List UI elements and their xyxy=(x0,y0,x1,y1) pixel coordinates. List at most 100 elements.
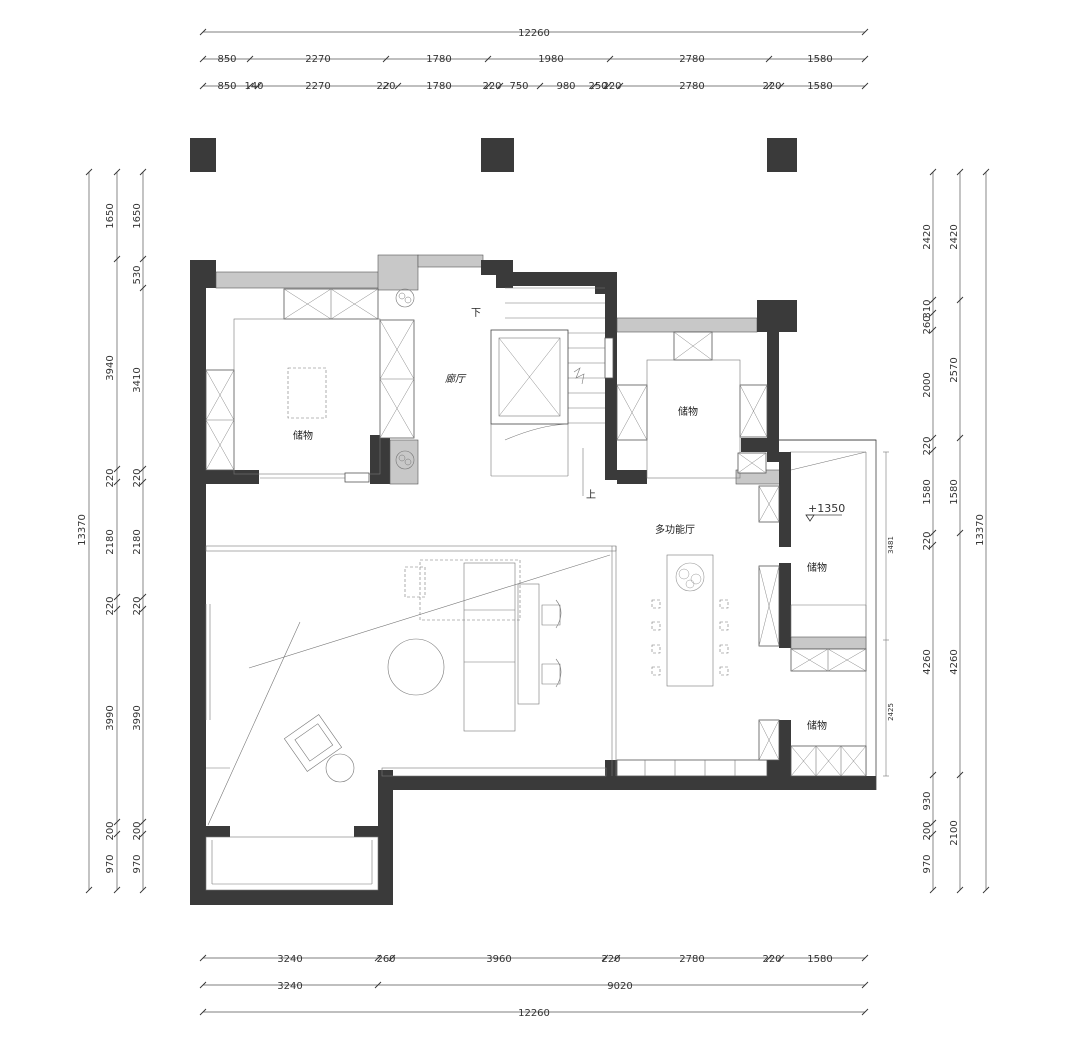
dim-top-2-10: 2780 xyxy=(679,81,704,92)
top-dimensions: 12260 850 2270 1780 1980 2780 1580 850 1… xyxy=(199,28,869,92)
dining-table xyxy=(651,554,729,687)
dim-bottom-1-2: 3960 xyxy=(486,954,511,965)
dim-left-outer-6: 200 xyxy=(105,821,116,840)
elevation-marker: +1350 xyxy=(805,502,845,522)
stair-up-label: 上 xyxy=(586,489,596,501)
dim-top-1-2: 1780 xyxy=(426,54,451,65)
right-annex: 储物 储物 +1350 3481 2425 xyxy=(758,451,895,777)
dim-right-inner-7: 4260 xyxy=(922,649,933,674)
dim-bottom-total: 12260 xyxy=(518,1008,550,1019)
dim-bottom-1-6: 1580 xyxy=(807,954,832,965)
dim-left-inner-1: 530 xyxy=(132,265,143,284)
dim-top-2-4: 1780 xyxy=(426,81,451,92)
dim-right-inner-1: 310 xyxy=(922,299,933,318)
dim-left-inner-0: 1650 xyxy=(132,203,143,228)
wardrobe-top xyxy=(283,288,379,320)
wardrobe-right xyxy=(379,319,415,439)
storage-room-left: 储物 xyxy=(205,288,415,483)
dim-top-2-5: 220 xyxy=(482,81,501,92)
room-label-storage-right-2: 储物 xyxy=(807,719,827,732)
dim-right-inner-0: 2420 xyxy=(922,224,933,249)
dim-right-inner-6: 220 xyxy=(922,531,933,550)
sofa-table xyxy=(387,559,540,732)
dim-left-inner-5: 220 xyxy=(132,596,143,615)
bottom-dimensions: 3240 260 3960 220 2780 220 1580 3240 902… xyxy=(199,954,869,1019)
dim-bottom-1-3: 220 xyxy=(601,954,620,965)
dim-top-1-5: 1580 xyxy=(807,54,832,65)
dim-right-inner-8: 930 xyxy=(922,791,933,810)
dim-top-1-0: 850 xyxy=(217,54,236,65)
dining-chairs xyxy=(651,599,729,676)
dim-top-1-1: 2270 xyxy=(305,54,330,65)
dim-top-2-6: 750 xyxy=(509,81,528,92)
shelf-right xyxy=(790,648,867,672)
dim-right-inner-5: 1580 xyxy=(922,479,933,504)
walls xyxy=(190,254,877,905)
plant-icon xyxy=(395,288,415,308)
dim-top-2-0: 850 xyxy=(217,81,236,92)
chair-icon xyxy=(541,658,562,688)
dim-top-2-8: 250 xyxy=(588,81,607,92)
dim-top-2-12: 1580 xyxy=(807,81,832,92)
dim-bottom-1-1: 260 xyxy=(376,954,395,965)
dim-right-outer-2: 1580 xyxy=(949,479,960,504)
dim-left-outer-5: 3990 xyxy=(105,705,116,730)
room-label-storage-right-1: 储物 xyxy=(807,561,827,574)
dim-left-inner-4: 2180 xyxy=(132,529,143,554)
dim-top-1-3: 1980 xyxy=(538,54,563,65)
right-dimensions: 2420 310 260 2000 220 1580 220 4260 930 … xyxy=(922,168,990,894)
dim-top-total: 12260 xyxy=(518,28,550,39)
room-label-corridor: 廊厅 xyxy=(445,373,467,385)
multi-function-hall: 多功能厅 xyxy=(205,523,768,826)
dim-left-inner-3: 220 xyxy=(132,468,143,487)
room-label-multi-hall: 多功能厅 xyxy=(655,523,695,536)
shelf-right-bottom xyxy=(790,745,867,777)
dim-left-outer-3: 2180 xyxy=(105,529,116,554)
dim-top-2-1: 140 xyxy=(244,81,263,92)
dim-left-inner-6: 3990 xyxy=(132,705,143,730)
room-label-storage-mid: 储物 xyxy=(678,405,698,418)
dim-right-outer-3: 4260 xyxy=(949,649,960,674)
balcony xyxy=(205,767,379,891)
stair-treads xyxy=(505,287,605,424)
dim-left-outer-1: 3940 xyxy=(105,355,116,380)
dim-left-inner-8: 970 xyxy=(132,854,143,873)
dim-sub-right-0: 3481 xyxy=(887,536,895,554)
dim-bottom-2-0: 3240 xyxy=(277,981,302,992)
dim-right-outer-0: 2420 xyxy=(949,224,960,249)
storage-room-mid: 储物 xyxy=(616,331,768,479)
dim-left-outer-7: 970 xyxy=(105,854,116,873)
dim-top-2-3: 220 xyxy=(376,81,395,92)
dim-right-outer-1: 2570 xyxy=(949,357,960,382)
dim-right-inner-10: 970 xyxy=(922,854,933,873)
dim-top-2-9: 220 xyxy=(602,81,621,92)
dim-right-inner-3: 2000 xyxy=(922,372,933,397)
dim-left-inner-2: 3410 xyxy=(132,367,143,392)
dim-top-2-7: 980 xyxy=(556,81,575,92)
dim-right-outer-4: 2100 xyxy=(949,820,960,845)
room-label-storage-left: 储物 xyxy=(293,429,313,442)
dim-bottom-1-4: 2780 xyxy=(679,954,704,965)
dim-top-2-11: 220 xyxy=(762,81,781,92)
plant-icon xyxy=(395,450,415,470)
dim-right-inner-9: 200 xyxy=(922,821,933,840)
columns xyxy=(190,138,797,172)
flower-centerpiece-icon xyxy=(675,562,705,592)
dim-left-outer-2: 220 xyxy=(105,468,116,487)
stair-down-label: 下 xyxy=(471,308,481,319)
wardrobe-left xyxy=(205,369,235,471)
dim-top-1-4: 2780 xyxy=(679,54,704,65)
dim-right-inner-2: 260 xyxy=(922,315,933,334)
stair-core: 下 上 廊厅 xyxy=(445,287,614,501)
dim-right-total: 13370 xyxy=(975,514,986,546)
armchair-icon xyxy=(283,714,355,783)
dim-left-total: 13370 xyxy=(77,514,88,546)
dim-bottom-1-5: 220 xyxy=(762,954,781,965)
dim-left-outer-4: 220 xyxy=(105,596,116,615)
dim-right-inner-4: 220 xyxy=(922,436,933,455)
dim-left-inner-7: 200 xyxy=(132,821,143,840)
sideboard xyxy=(616,759,768,777)
elevator-shaft xyxy=(490,329,569,477)
elevation-label: +1350 xyxy=(808,502,845,515)
